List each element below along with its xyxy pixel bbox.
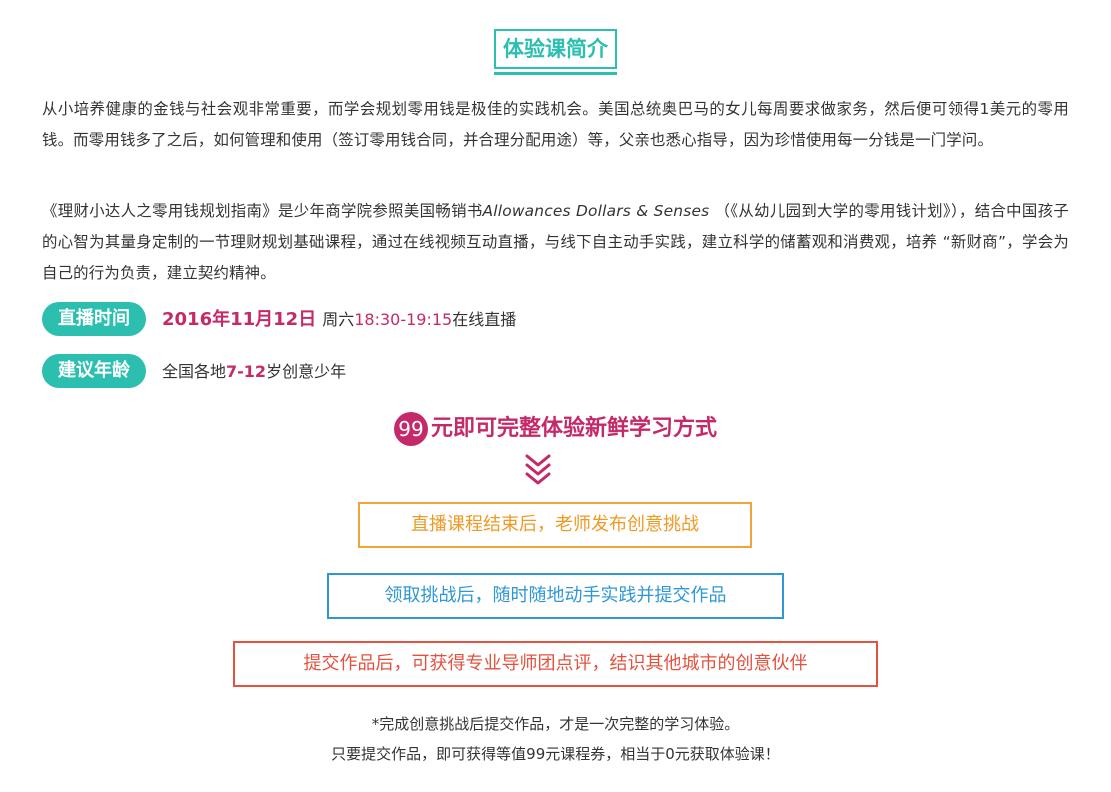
age-suffix: 岁创意少年 xyxy=(266,362,347,381)
step-2-box: 领取挑战后，随时随地动手实践并提交作品 xyxy=(327,573,784,619)
section-title-text: 体验课简介 xyxy=(503,37,608,61)
live-mode: 在线直播 xyxy=(452,310,517,329)
live-date: 2016年11月12日 xyxy=(162,309,317,330)
age-range: 7-12 xyxy=(226,362,267,381)
title-underline xyxy=(494,72,617,75)
age-info: 全国各地7-12岁创意少年 xyxy=(162,355,346,389)
section-title: 体验课简介 xyxy=(494,29,617,75)
price-circle: 99 xyxy=(393,412,428,446)
step-1-box: 直播课程结束后，老师发布创意挑战 xyxy=(358,502,752,548)
footer-note-1: *完成创意挑战后提交作品，才是一次完整的学习体验。 xyxy=(371,715,740,733)
step-3-box: 提交作品后，可获得专业导师团点评，结识其他城市的创意伙伴 xyxy=(233,641,878,687)
intro-paragraph-1: 从小培养健康的金钱与社会观非常重要，而学会规划零用钱是极佳的实践机会。美国总统奥… xyxy=(42,100,1069,149)
age-prefix: 全国各地 xyxy=(162,362,227,381)
live-time-range: 18:30-19:15 xyxy=(354,310,453,329)
live-time-info: 2016年11月12日周六18:30-19:15在线直播 xyxy=(162,303,516,337)
footer-note-2: 只要提交作品，即可获得等值99元课程券，相当于0元获取体验课！ xyxy=(331,745,780,763)
live-time-badge: 直播时间 xyxy=(42,302,146,336)
live-weekday: 周六 xyxy=(322,310,355,329)
book-title-english: Allowances Dollars & Senses xyxy=(482,202,710,220)
offer-text: 元即可完整体验新鲜学习方式 xyxy=(430,416,717,441)
title-container: 体验课简介 xyxy=(0,29,1111,75)
double-chevron-down-icon xyxy=(525,454,551,485)
intro-p2-suffix: （《从幼儿园到大学的零用钱计划》），结合中国孩子的心智为其量身定制的一节理财规划… xyxy=(42,202,1069,282)
age-badge: 建议年龄 xyxy=(42,354,146,388)
intro-paragraph-2: 《理财小达人之零用钱规划指南》是少年商学院参照美国畅销书Allowances D… xyxy=(42,196,1069,289)
intro-p2-prefix: 《理财小达人之零用钱规划指南》是少年商学院参照美国畅销书 xyxy=(42,202,483,220)
